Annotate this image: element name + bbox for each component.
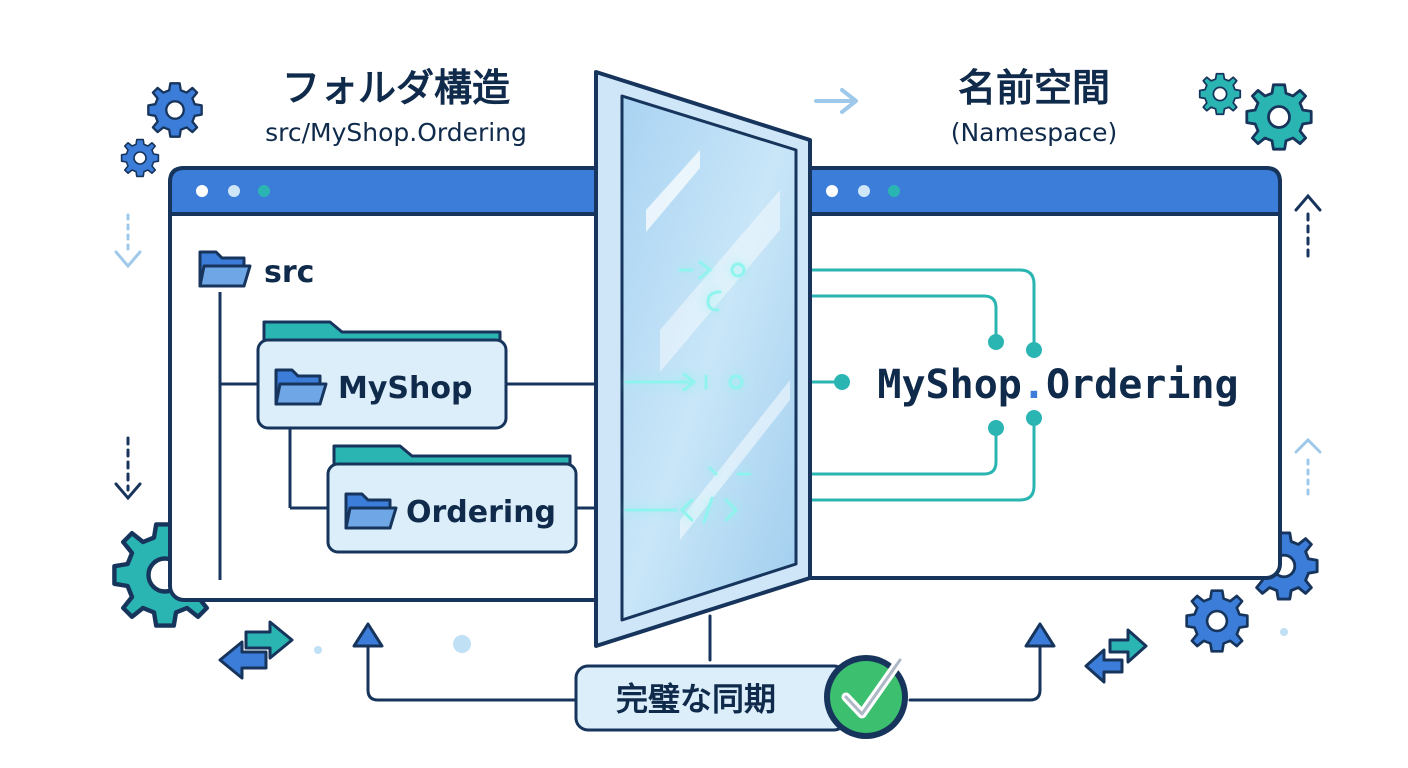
namespace-part1: MyShop: [877, 362, 1022, 408]
namespace-separator: .: [1022, 362, 1046, 408]
folder-ordering-label: Ordering: [406, 495, 556, 530]
arrow-up-icon: [1024, 622, 1056, 648]
arrow-up-icon: [352, 622, 384, 648]
mirror-panel: [594, 70, 812, 648]
sync-flow-lines: [366, 614, 1042, 702]
swap-arrows-icon: [1084, 628, 1148, 684]
arrow-icon: [1294, 437, 1322, 502]
code-symbols: [624, 260, 752, 524]
window-dot: [888, 185, 900, 197]
arrow-icon: [814, 88, 858, 114]
left-title: フォルダ構造: [282, 66, 510, 110]
code-icon: [678, 260, 746, 312]
right-title: 名前空間: [958, 66, 1110, 110]
folder-ordering[interactable]: Ordering: [326, 444, 578, 554]
namespace-label: MyShop.Ordering: [877, 362, 1238, 408]
sync-badge: 完璧な同期: [574, 655, 908, 739]
window-dot: [228, 185, 240, 197]
gear-icon: [120, 138, 160, 178]
svg-text:MyShop.Ordering: MyShop.Ordering: [877, 362, 1238, 408]
sync-badge-label: 完璧な同期: [616, 680, 776, 718]
right-subtitle: (Namespace): [951, 118, 1118, 147]
code-icon: [624, 466, 752, 524]
window-dot: [858, 185, 870, 197]
window-dot: [258, 185, 270, 197]
folder-icon: [344, 492, 398, 530]
connector-dots: [834, 334, 1042, 436]
gear-icon: [1245, 83, 1313, 151]
swap-arrows-icon: [218, 620, 294, 680]
arrow-icon: [114, 436, 142, 501]
left-subtitle: src/MyShop.Ordering: [265, 118, 527, 147]
check-icon: [824, 655, 908, 739]
window-dot: [826, 185, 838, 197]
folder-myshop-label: MyShop: [338, 371, 472, 406]
folder-icon: [198, 250, 252, 288]
folder-myshop[interactable]: MyShop: [256, 320, 508, 430]
gear-icon: [147, 82, 203, 138]
gear-icon: [1185, 589, 1249, 653]
folder-root-label: src: [264, 255, 314, 290]
folder-icon: [274, 368, 328, 406]
arrow-icon: [1294, 193, 1322, 264]
window-dot: [196, 185, 208, 197]
arrow-icon: [114, 213, 142, 269]
namespace-part2: Ordering: [1046, 362, 1239, 408]
gear-icon: [1198, 72, 1242, 116]
code-icon: [624, 372, 744, 392]
folder-root[interactable]: src: [198, 250, 314, 290]
